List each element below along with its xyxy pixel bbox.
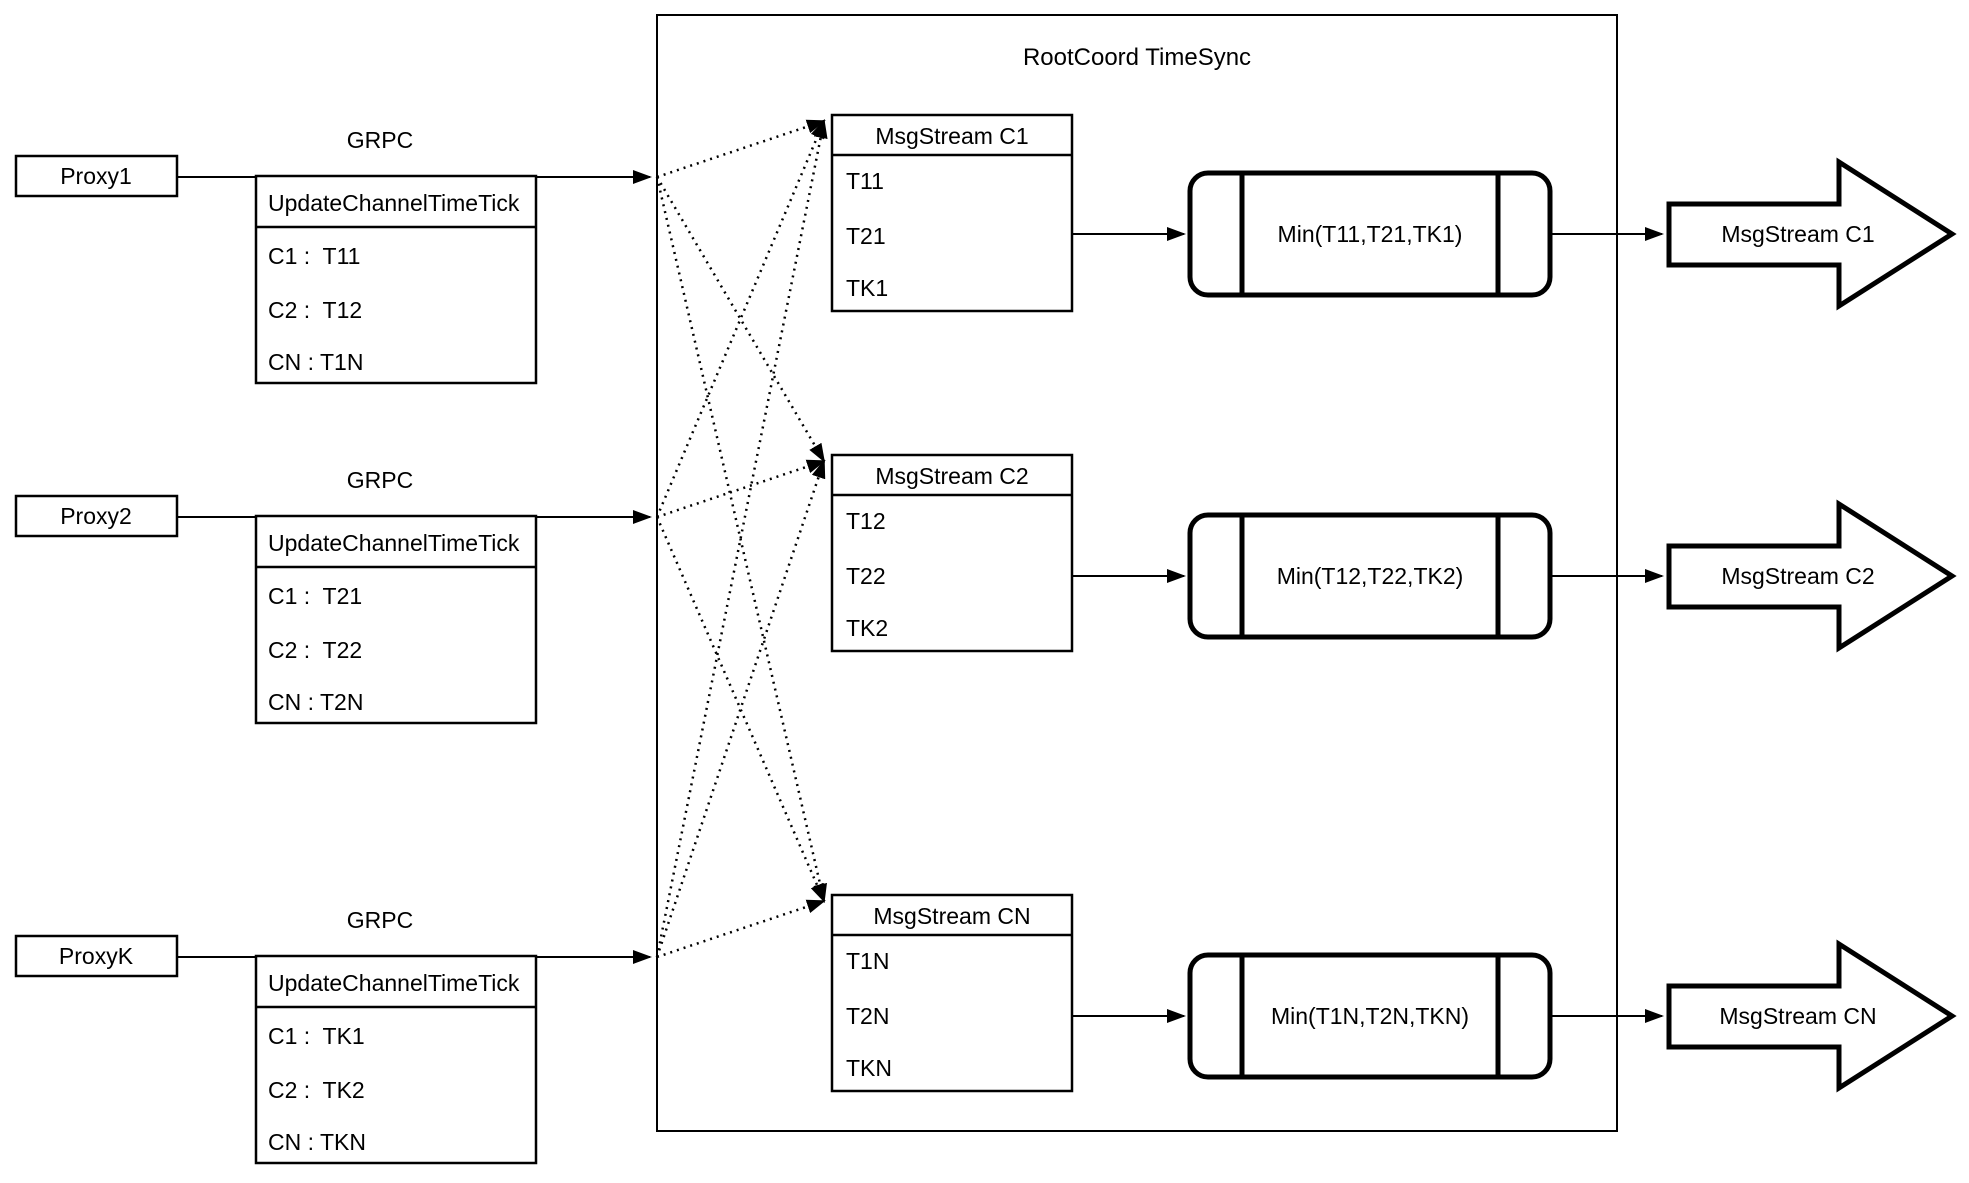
table-row: T11 (846, 168, 884, 194)
channel-row-3: MsgStream CN T1N T2N TKN Min(T1N,T2N,TKN… (830, 893, 1957, 1093)
table-row: C2 : TK2 (268, 1077, 365, 1103)
table-header: MsgStream C1 (875, 123, 1028, 149)
table-header: MsgStream C2 (875, 463, 1028, 489)
channel-row-2: MsgStream C2 T12 T22 TK2 Min(T12,T22,TK2… (830, 453, 1957, 653)
min-label: Min(T1N,T2N,TKN) (1271, 1003, 1469, 1029)
timetick-dotted-arrow (655, 119, 826, 518)
table-outline (254, 174, 538, 385)
proxy-label: Proxy1 (60, 163, 132, 189)
output-arrow-shape (1666, 499, 1957, 653)
grpc-label: GRPC (347, 127, 413, 153)
timetick-dotted-arrow (655, 176, 827, 903)
table-outline (254, 514, 538, 725)
table-row: C2 : T22 (268, 637, 362, 663)
table-outline (830, 113, 1074, 313)
msgstream-table: MsgStream C1 T11 T21 TK1 (830, 113, 1074, 313)
table-row: C1 : TK1 (268, 1023, 365, 1049)
table-row: C2 : T12 (268, 297, 362, 323)
output-stream: MsgStream C1 (1666, 157, 1957, 311)
timetick-fanout (655, 119, 828, 959)
output-arrow-label: MsgStream C1 (1721, 221, 1874, 247)
min-label: Min(T12,T22,TK2) (1277, 563, 1464, 589)
proxy-label: Proxy2 (60, 503, 132, 529)
timetick-dotted-arrow (655, 176, 826, 463)
table-row: CN : T2N (268, 689, 363, 715)
grpc-label: GRPC (347, 467, 413, 493)
proxy-label: ProxyK (59, 943, 134, 969)
min-node: Min(T1N,T2N,TKN) (1187, 952, 1553, 1080)
update-timetick-table: UpdateChannelTimeTick C1 : T11 C2 : T12 … (254, 174, 538, 385)
output-arrow-shape (1666, 939, 1957, 1093)
proxy-row-1: Proxy1 GRPC UpdateChannelTimeTick C1 : T… (14, 127, 652, 385)
table-row: T1N (846, 948, 889, 974)
proxy-box (14, 934, 179, 978)
output-arrow-label: MsgStream CN (1719, 1003, 1876, 1029)
msgstream-table: MsgStream CN T1N T2N TKN (830, 893, 1074, 1093)
table-row: T12 (846, 508, 886, 534)
update-timetick-table: UpdateChannelTimeTick C1 : T21 C2 : T22 … (254, 514, 538, 725)
table-row: CN : TKN (268, 1129, 366, 1155)
output-stream: MsgStream C2 (1666, 499, 1957, 653)
proxy-box (14, 494, 179, 538)
proxy-row-3: ProxyK GRPC UpdateChannelTimeTick C1 : T… (14, 907, 652, 1165)
channel-row-1: MsgStream C1 T11 T21 TK1 Min(T11,T21,TK1… (830, 113, 1957, 313)
table-row: T2N (846, 1003, 889, 1029)
update-timetick-table: UpdateChannelTimeTick C1 : TK1 C2 : TK2 … (254, 954, 538, 1165)
output-arrow-shape (1666, 157, 1957, 311)
table-header: UpdateChannelTimeTick (268, 970, 520, 996)
table-header: UpdateChannelTimeTick (268, 530, 520, 556)
table-outline (830, 893, 1074, 1093)
table-header: UpdateChannelTimeTick (268, 190, 520, 216)
table-row: C1 : T11 (268, 243, 360, 269)
proxy-box (14, 154, 179, 198)
table-row: CN : T1N (268, 349, 363, 375)
timetick-dotted-arrow (656, 119, 826, 179)
table-row: TKN (846, 1055, 892, 1081)
table-row: T21 (846, 223, 886, 249)
min-node: Min(T12,T22,TK2) (1187, 512, 1553, 640)
table-row: TK2 (846, 615, 888, 641)
table-outline (254, 954, 538, 1165)
rootcoord-title: RootCoord TimeSync (1023, 44, 1251, 71)
table-outline (830, 453, 1074, 653)
timetick-dotted-arrow (656, 459, 826, 519)
table-row: T22 (846, 563, 886, 589)
output-arrow-label: MsgStream C2 (1721, 563, 1874, 589)
grpc-label: GRPC (347, 907, 413, 933)
min-node: Min(T11,T21,TK1) (1187, 170, 1553, 298)
output-stream: MsgStream CN (1666, 939, 1957, 1093)
proxy-row-2: Proxy2 GRPC UpdateChannelTimeTick C1 : T… (14, 467, 652, 725)
timetick-dotted-arrow (656, 899, 826, 959)
table-header: MsgStream CN (873, 903, 1030, 929)
min-label: Min(T11,T21,TK1) (1278, 221, 1463, 247)
table-row: C1 : T21 (268, 583, 362, 609)
msgstream-table: MsgStream C2 T12 T22 TK2 (830, 453, 1074, 653)
table-row: TK1 (846, 275, 888, 301)
